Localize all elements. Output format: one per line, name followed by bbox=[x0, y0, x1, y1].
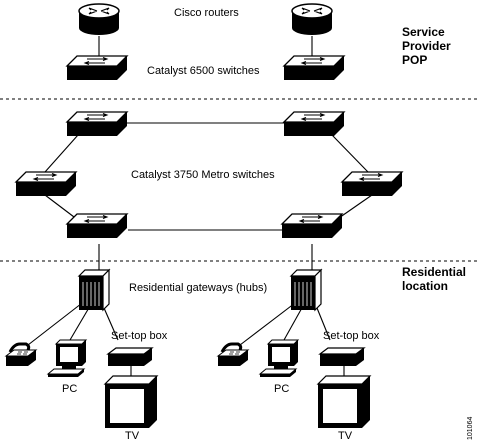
tv-icon-left bbox=[104, 375, 158, 429]
zone-pop-line3: POP bbox=[402, 53, 427, 67]
pc-label-left: PC bbox=[62, 383, 77, 395]
catalyst-6500-switch-icon-right bbox=[283, 55, 345, 81]
catalyst-3750-switch-icon-mid-right bbox=[341, 171, 403, 197]
link-hub-right-phone bbox=[239, 299, 300, 346]
pc-icon-left bbox=[47, 339, 87, 378]
set-top-box-icon-right bbox=[319, 347, 365, 367]
set-top-box-icon-left bbox=[107, 347, 153, 367]
connections bbox=[27, 36, 373, 382]
tv-label-left: TV bbox=[125, 430, 140, 442]
link-hub-left-phone bbox=[27, 299, 87, 346]
pc-icon-right bbox=[259, 339, 299, 378]
pc-label-right: PC bbox=[274, 383, 289, 395]
catalyst-6500-label: Catalyst 6500 switches bbox=[147, 65, 260, 77]
routers-label: Cisco routers bbox=[174, 7, 239, 19]
figure-id: 101064 bbox=[467, 417, 474, 440]
link-hub-left-pc bbox=[69, 305, 91, 341]
link-hub-left-settop bbox=[103, 307, 119, 341]
link-hub-right-settop bbox=[316, 307, 331, 341]
catalyst-3750-switch-icon-top-right bbox=[283, 111, 345, 137]
catalyst-3750-label: Catalyst 3750 Metro switches bbox=[131, 169, 275, 181]
zone-res-line2: location bbox=[402, 279, 448, 293]
tv-icon-right bbox=[317, 375, 371, 429]
set-top-box-label-right: Set-top box bbox=[323, 330, 380, 342]
catalyst-3750-switch-icon-top-left bbox=[66, 111, 128, 137]
link-core-left-lower bbox=[44, 194, 79, 221]
catalyst-3750-switch-icon-bottom-right bbox=[281, 213, 343, 239]
tv-label-right: TV bbox=[338, 430, 353, 442]
catalyst-6500-switch-icon-left bbox=[66, 55, 128, 81]
residential-gateway-icon-left bbox=[78, 269, 110, 311]
set-top-box-label-left: Set-top box bbox=[111, 330, 168, 342]
service-provider-pop-label: Service Provider POP bbox=[402, 25, 451, 67]
router-icon-left bbox=[78, 3, 120, 36]
residential-gateway-icon-right bbox=[290, 269, 322, 311]
link-core-right-upper bbox=[331, 134, 369, 173]
zone-pop-line1: Service bbox=[402, 25, 445, 39]
catalyst-3750-switch-icon-bottom-left bbox=[66, 213, 128, 239]
residential-location-label: Residential location bbox=[402, 265, 466, 293]
catalyst-3750-switch-icon-mid-left bbox=[15, 171, 77, 197]
router-icon-right bbox=[291, 3, 333, 36]
residential-gateways-label: Residential gateways (hubs) bbox=[129, 282, 267, 294]
link-core-left-upper bbox=[44, 134, 79, 173]
zone-res-line1: Residential bbox=[402, 265, 466, 279]
link-hub-right-pc bbox=[283, 305, 304, 341]
phone-icon-right bbox=[216, 342, 250, 368]
zone-pop-line2: Provider bbox=[402, 39, 451, 53]
phone-icon-left bbox=[4, 342, 38, 368]
